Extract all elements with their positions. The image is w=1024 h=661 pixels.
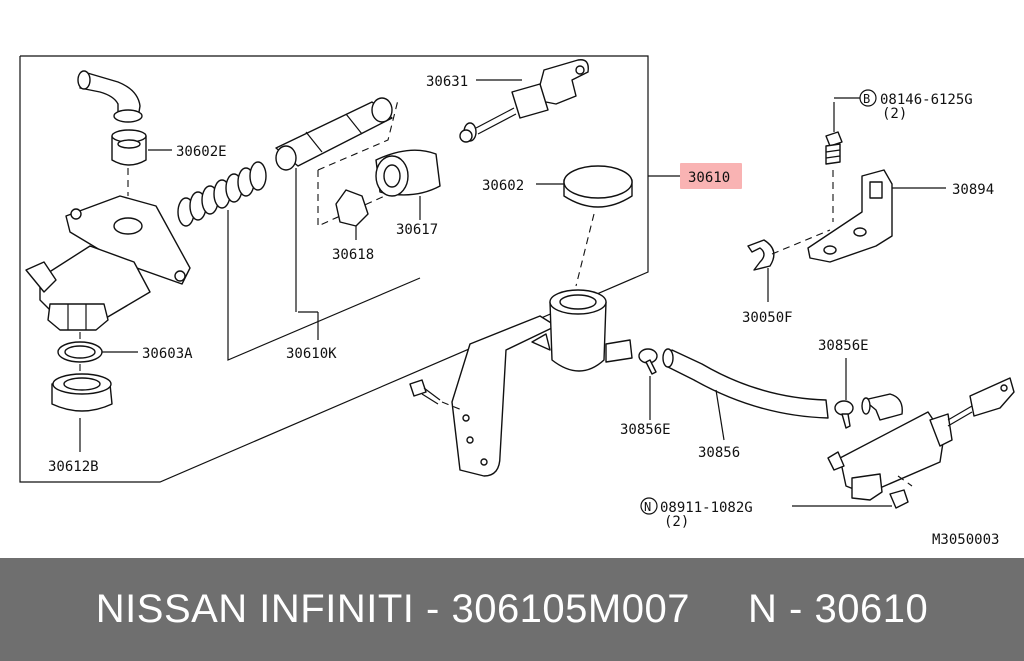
leader-lines [102, 79, 946, 507]
callout-30856: 30856 [698, 445, 740, 461]
callout-30894: 30894 [952, 182, 994, 198]
callout-nut-n-qty: (2) [664, 514, 689, 530]
part-number-text: NISSAN INFINITI - 306105M007 N - 30610 [95, 587, 929, 631]
piston-kit [177, 97, 441, 361]
mounting-bracket [747, 102, 893, 271]
nut-n-letter: N [644, 500, 651, 514]
callout-30602: 30602 [482, 178, 524, 194]
callout-bolt-b-qty: (2) [882, 106, 907, 122]
callout-30617: 30617 [396, 222, 438, 238]
reservoir-cap [563, 165, 633, 287]
reservoir-tank [409, 289, 633, 477]
callout-30602E: 30602E [176, 144, 227, 160]
callout-bolt-b: 08146-6125G [880, 92, 973, 108]
nut-n-symbol [640, 497, 658, 515]
push-rod [459, 59, 589, 143]
callout-30610[interactable]: 30610 [688, 170, 730, 186]
drawing-code: M3050003 [932, 532, 999, 548]
callout-30610K: 30610K [286, 346, 337, 362]
callout-30603A: 30603A [142, 346, 193, 362]
callout-30856E-left: 30856E [620, 422, 671, 438]
exploded-view-frame [19, 55, 649, 483]
selected-part-highlight [680, 163, 742, 189]
callout-30612B: 30612B [48, 459, 99, 475]
part-number-banner: NISSAN INFINITI - 306105M007 N - 30610 [0, 558, 1024, 661]
slave-cylinder [827, 377, 1015, 509]
hose-assembly [638, 348, 854, 429]
parts-diagram: 30631 30602E 30602 30610 30617 30618 306… [19, 55, 1015, 548]
callout-30050F: 30050F [742, 310, 793, 326]
callout-30856E-top: 30856E [818, 338, 869, 354]
callout-nut-n: 08911-1082G [660, 500, 753, 516]
callout-30631: 30631 [426, 74, 468, 90]
master-cylinder-body [25, 70, 191, 452]
bolt-b-letter: B [863, 92, 870, 106]
callout-30618: 30618 [332, 247, 374, 263]
